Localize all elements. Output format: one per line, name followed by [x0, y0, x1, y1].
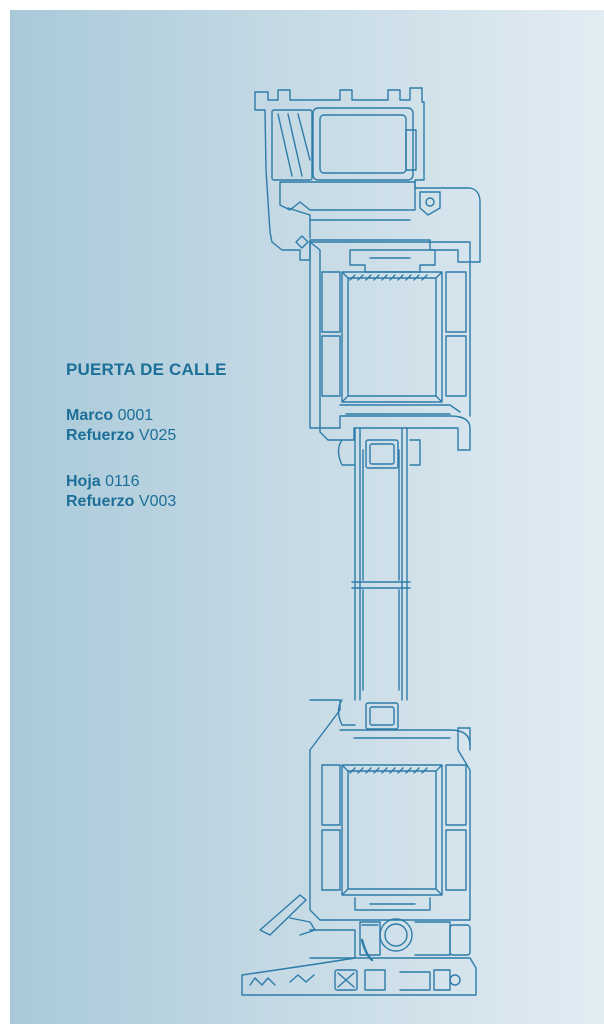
sash-code: 0116 [105, 473, 140, 490]
threshold-profile [241, 894, 477, 996]
door-profile-cross-section-drawing [241, 87, 481, 996]
frame-label: Marco [66, 407, 114, 424]
glazing-unit [337, 427, 421, 730]
background-panel: PUERTA DE CALLE Marco 0001 Refuerzo V025… [10, 10, 604, 1024]
frame-profile-line: Marco 0001 [66, 406, 227, 426]
sash-top-profile [309, 241, 471, 451]
sash-profile-line: Hoja 0116 [66, 472, 227, 492]
sash-reinforcement-code: V003 [138, 493, 177, 510]
product-title: PUERTA DE CALLE [66, 360, 227, 379]
frame-reinforcement-line: Refuerzo V025 [66, 426, 227, 446]
frame-reinforcement-code: V025 [138, 427, 177, 444]
sash-reinforcement-line: Refuerzo V003 [66, 492, 227, 512]
profile-spec-block: PUERTA DE CALLE Marco 0001 Refuerzo V025… [66, 360, 227, 512]
frame-reinforcement-label: Refuerzo [66, 427, 135, 444]
sash-reinforcement-label: Refuerzo [66, 493, 135, 510]
frame-code: 0001 [117, 407, 154, 424]
frame-top-profile [254, 87, 481, 263]
sash-label: Hoja [66, 473, 101, 490]
sash-bottom-profile [309, 699, 471, 921]
